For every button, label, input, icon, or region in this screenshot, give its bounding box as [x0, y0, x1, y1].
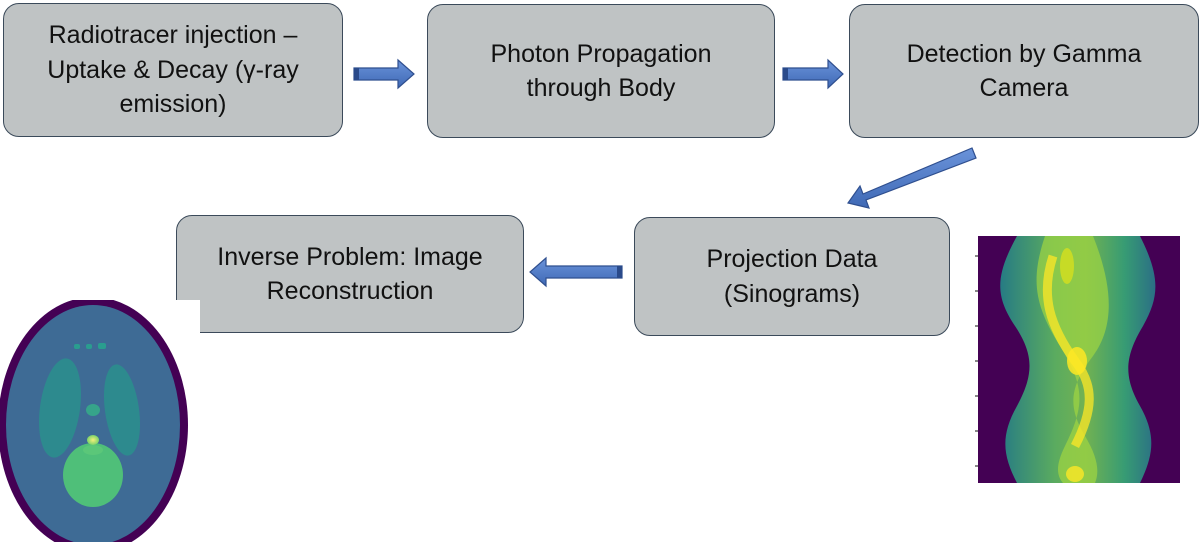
step-image-reconstruction: Inverse Problem: Image Reconstruction	[176, 215, 524, 333]
arrow-right-icon	[782, 58, 844, 90]
sinogram-image	[975, 236, 1180, 483]
step-photon-propagation: Photon Propagation through Body	[427, 4, 775, 138]
step-label: Detection by Gamma Camera	[906, 39, 1142, 103]
step-label: Photon Propagation through Body	[490, 39, 712, 103]
arrow-right-icon	[353, 58, 415, 90]
step-projection-data: Projection Data (Sinograms)	[634, 217, 950, 336]
step-radiotracer-injection: Radiotracer injection – Uptake & Decay (…	[3, 3, 343, 137]
step-label: Inverse Problem: Image Reconstruction	[217, 242, 483, 306]
step-label: Projection Data (Sinograms)	[706, 245, 878, 308]
reconstructed-phantom-image	[0, 300, 200, 542]
step-label: Radiotracer injection – Uptake & Decay (…	[47, 21, 299, 119]
arrow-left-icon	[529, 256, 623, 288]
arrow-down-left-icon	[846, 147, 977, 209]
step-gamma-camera-detection: Detection by Gamma Camera	[849, 4, 1199, 138]
